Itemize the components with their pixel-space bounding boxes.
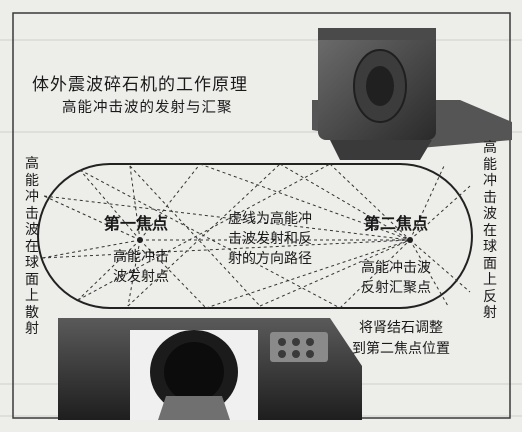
shockwave-chamber (37, 163, 473, 309)
stone-positioning-note: 将肾结石调整 到第二焦点位置 (336, 318, 466, 360)
right-vertical-label: 高能冲击波在球面上反射 (483, 140, 497, 321)
diagram-title: 体外震波碎石机的工作原理 (32, 75, 248, 95)
emission-point-line: 高能冲击 (113, 249, 169, 265)
first-focal-point (137, 237, 143, 243)
stone-positioning-line: 到第二焦点位置 (352, 341, 450, 357)
convergence-point-label: 高能冲击波 反射汇聚点 (358, 258, 434, 298)
wave-path-line: 击波发射和反 (228, 231, 312, 247)
wave-paths (41, 163, 471, 309)
second-focal-point (407, 237, 413, 243)
patient-table-image (58, 318, 362, 420)
wave-path-line: 虚线为高能冲 (228, 211, 312, 227)
stone-positioning-line: 将肾结石调整 (359, 320, 443, 336)
diagram-subtitle: 高能冲击波的发射与汇聚 (62, 100, 233, 116)
wave-path-note: 虚线为高能冲 击波发射和反 射的方向路径 (210, 209, 330, 269)
first-focus-title: 第一焦点 (104, 214, 169, 233)
emission-point-line: 波发射点 (113, 269, 169, 285)
second-focus-title: 第二焦点 (364, 214, 429, 233)
convergence-point-line: 高能冲击波 (361, 260, 431, 276)
lithotripter-machine-image (312, 28, 512, 160)
wave-path-line: 射的方向路径 (228, 251, 312, 267)
convergence-point-line: 反射汇聚点 (361, 280, 431, 296)
emission-point-label: 高能冲击 波发射点 (101, 247, 181, 287)
left-vertical-label: 高能冲击波在球面上散射 (25, 156, 39, 337)
